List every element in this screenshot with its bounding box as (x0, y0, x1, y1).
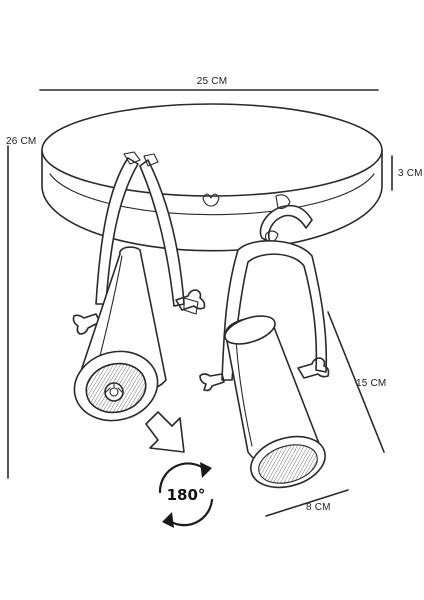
ceiling-plate (41, 103, 383, 252)
down-arrow-icon (145, 411, 185, 453)
right-spot-left-knob-icon (199, 373, 225, 392)
rotation-label: 180° (167, 486, 206, 504)
arm-length-dimension: 15 CM (327, 311, 386, 453)
rotate-arrow-icon (158, 462, 214, 528)
bulb-icon (104, 382, 124, 402)
diameter-label: 8 CM (306, 502, 331, 513)
width-dimension: 25 CM (39, 76, 379, 91)
right-wing-knob-icon (175, 289, 206, 315)
thickness-label: 3 CM (398, 168, 423, 179)
rotation-badge: 180° (158, 462, 214, 528)
right-spot-right-knob-icon (297, 357, 330, 379)
left-spotlight (72, 151, 206, 422)
center-screw-icon (202, 193, 220, 207)
arm-length-label: 15 CM (356, 378, 386, 389)
height-dimension: 26 CM (6, 136, 36, 479)
thickness-dimension: 3 CM (391, 155, 423, 191)
diameter-dimension: 8 CM (265, 489, 349, 517)
height-label: 26 CM (6, 136, 36, 147)
width-label: 25 CM (197, 76, 227, 87)
right-spotlight (199, 194, 330, 489)
